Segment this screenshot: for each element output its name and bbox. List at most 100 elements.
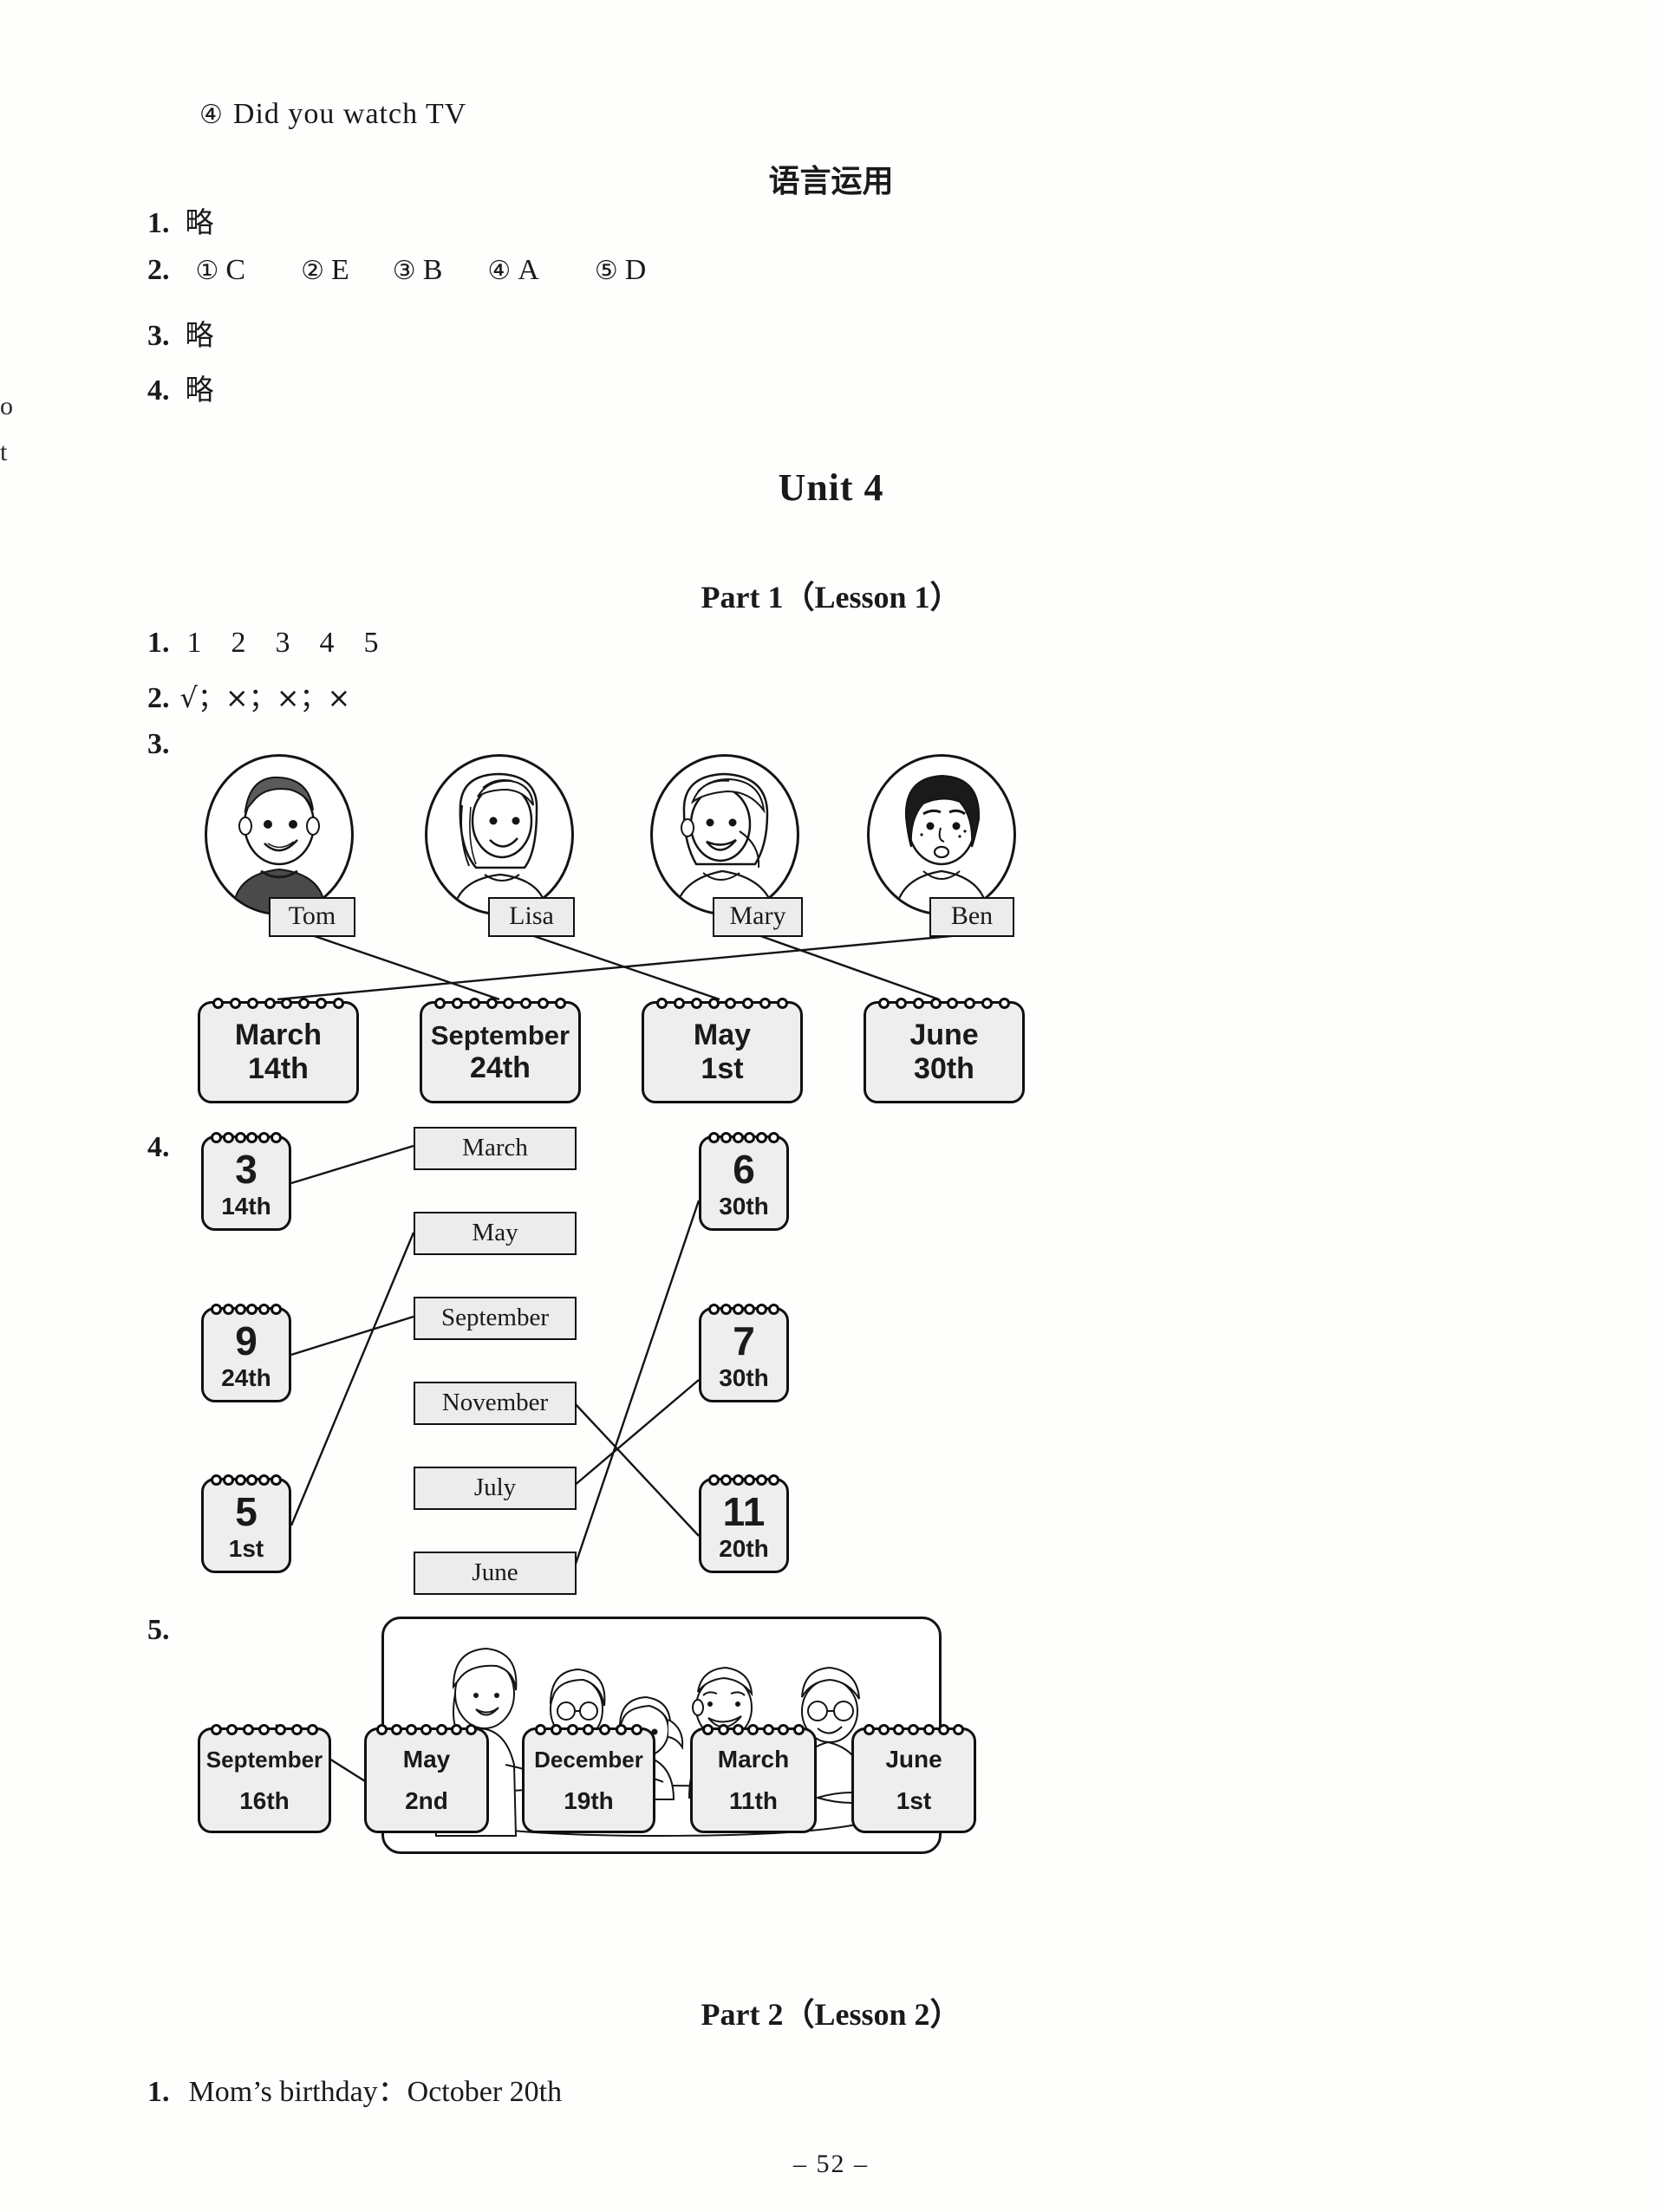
calendar-month: March	[717, 1746, 790, 1773]
portrait-lisa	[425, 754, 574, 915]
calendar-rings	[656, 996, 788, 1010]
calendar-number: 5	[235, 1489, 257, 1534]
part1-q4-number: 4.	[147, 1131, 170, 1163]
part2-title: Part 2（Lesson 2）	[701, 1997, 961, 2032]
lang-item-1: 1. 略	[147, 199, 214, 241]
choice-marker-3: ③	[392, 256, 416, 286]
calendar-11-20th: 11 20th	[699, 1474, 789, 1573]
part1-q1-v2: 2	[231, 627, 246, 659]
nameplate-ben: Ben	[929, 897, 1014, 937]
section-heading-language-use: 语言运用	[768, 164, 894, 199]
nameplate-tom: Tom	[269, 897, 355, 937]
part1-q4-number-wrap: 4.	[147, 1131, 170, 1164]
calendar-day: 24th	[470, 1051, 531, 1084]
lang-item-1-number: 1.	[147, 207, 170, 239]
calendar-rings	[212, 996, 344, 1010]
top-answer-line: ④ Did you watch TV	[199, 98, 466, 131]
calendar-number: 11	[722, 1489, 766, 1534]
part1-q5-number: 5.	[147, 1614, 170, 1646]
calendar-rings	[878, 996, 1010, 1010]
calendar-rings	[434, 996, 566, 1010]
calendar-day: 19th	[564, 1786, 614, 1814]
unit-title: Unit 4	[778, 466, 884, 509]
calendar-number: 6	[733, 1147, 755, 1192]
calendar-month: May	[402, 1746, 451, 1773]
part2-q1-number: 1.	[147, 2076, 170, 2108]
calendar-rings	[376, 1722, 477, 1736]
calendar-may-1st: May 1st	[642, 997, 803, 1103]
choice-marker-2: ②	[301, 256, 324, 286]
top-answer-text: Did you watch TV	[232, 98, 467, 130]
choice-value-5: D	[624, 254, 647, 286]
choice-marker-5: ⑤	[594, 256, 618, 286]
lang-item-3-number: 3.	[147, 320, 170, 352]
page-number: – 52 –	[793, 2150, 869, 2178]
lang-item-4-number: 4.	[147, 374, 170, 407]
part1-title: Part 1（Lesson 1）	[701, 580, 961, 615]
choice-value-2: E	[331, 254, 349, 286]
calendar-rings	[210, 1130, 283, 1144]
part1-q1-v5: 5	[363, 627, 379, 659]
part2-q1-text: Mom’s birthday：October 20th	[188, 2076, 563, 2108]
portrait-ben	[867, 754, 1016, 915]
calendar-rings	[707, 1473, 780, 1487]
portrait-mary	[650, 754, 799, 915]
part1-q3-number: 3.	[147, 728, 170, 760]
lang-item-4: 4. 略	[147, 367, 214, 408]
calendar-day: 20th	[719, 1535, 769, 1562]
calendar-day: 30th	[719, 1193, 769, 1220]
nameplate-mary: Mary	[713, 897, 803, 937]
calendar-day: 1st	[701, 1052, 744, 1085]
calendar-day: 11th	[728, 1787, 779, 1814]
calendar-rings	[707, 1130, 780, 1144]
calendar-rings	[534, 1722, 643, 1736]
calendar-6-30th: 6 30th	[699, 1131, 789, 1231]
circled-number-4: ④	[199, 100, 223, 130]
calendar-day: 2nd	[405, 1787, 448, 1814]
choice-value-3: B	[422, 254, 443, 286]
calendar-day: 14th	[248, 1052, 309, 1085]
monthbox-july: July	[414, 1467, 577, 1510]
lang-item-1-text: 略	[185, 205, 214, 239]
margin-fragment-1: o	[0, 392, 13, 420]
calendar-rings	[707, 1302, 780, 1316]
calendar-rings	[210, 1302, 283, 1316]
part1-q5-number-wrap: 5.	[147, 1614, 170, 1647]
part1-q1-v1: 1	[186, 627, 202, 659]
calendar-day: 1st	[228, 1535, 264, 1562]
monthbox-november: November	[414, 1382, 577, 1425]
calendar-9-24th: 9 24th	[201, 1303, 291, 1402]
choice-value-4: A	[518, 254, 539, 286]
calendar-number: 9	[235, 1318, 257, 1363]
monthbox-may: May	[414, 1212, 577, 1255]
part1-q3-number-wrap: 3.	[147, 728, 170, 761]
calendar-september-16th: September 16th	[198, 1723, 331, 1833]
lang-item-4-text: 略	[185, 373, 214, 407]
choice-marker-4: ④	[487, 256, 512, 286]
nameplate-lisa: Lisa	[488, 897, 575, 937]
calendar-rings	[210, 1473, 283, 1487]
calendar-may-2nd: May 2nd	[364, 1723, 489, 1833]
calendar-june-1st: June 1st	[851, 1723, 976, 1833]
calendar-7-30th: 7 30th	[699, 1303, 789, 1402]
margin-fragment-2: t	[0, 438, 8, 466]
lang-item-2-number: 2.	[147, 254, 170, 286]
calendar-month: June	[885, 1746, 942, 1773]
calendar-june-30th: June 30th	[864, 997, 1025, 1103]
portrait-tom	[205, 754, 354, 915]
calendar-month: May	[693, 1018, 752, 1051]
calendar-day: 16th	[239, 1786, 290, 1814]
calendar-month: June	[909, 1018, 979, 1051]
calendar-month: March	[234, 1018, 323, 1051]
calendar-number: 3	[235, 1147, 257, 1192]
lang-item-3-text: 略	[185, 318, 214, 352]
part1-q1-v4: 4	[319, 627, 335, 659]
calendar-march-14th: March 14th	[198, 997, 359, 1103]
calendar-rings	[702, 1722, 805, 1736]
calendar-day: 1st	[896, 1787, 932, 1814]
calendar-december-19th: December 19th	[522, 1723, 655, 1833]
part1-q1: 1. 1 2 3 4 5	[147, 627, 379, 660]
calendar-day: 30th	[914, 1052, 974, 1085]
part1-q2-text: √；×；×；×	[179, 681, 351, 714]
